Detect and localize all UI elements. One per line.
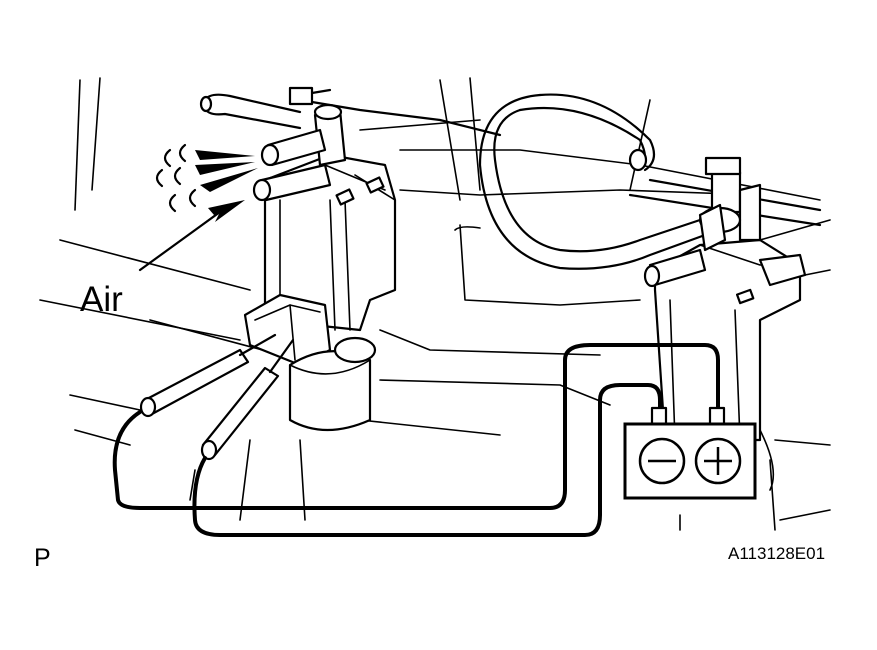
test-wires bbox=[112, 343, 720, 537]
vsv-left bbox=[243, 103, 397, 432]
air-label: Air bbox=[80, 280, 123, 319]
vacuum-pipes bbox=[199, 86, 822, 270]
engine-background bbox=[39, 77, 831, 531]
view-label: P bbox=[34, 544, 51, 572]
air-flow-arrow-icon bbox=[138, 200, 245, 272]
air-puff-icon bbox=[155, 143, 258, 213]
battery-icon bbox=[623, 406, 757, 500]
vsv-right bbox=[643, 156, 807, 442]
test-probe-icon bbox=[139, 333, 295, 461]
figure-id: A113128E01 bbox=[728, 544, 826, 563]
